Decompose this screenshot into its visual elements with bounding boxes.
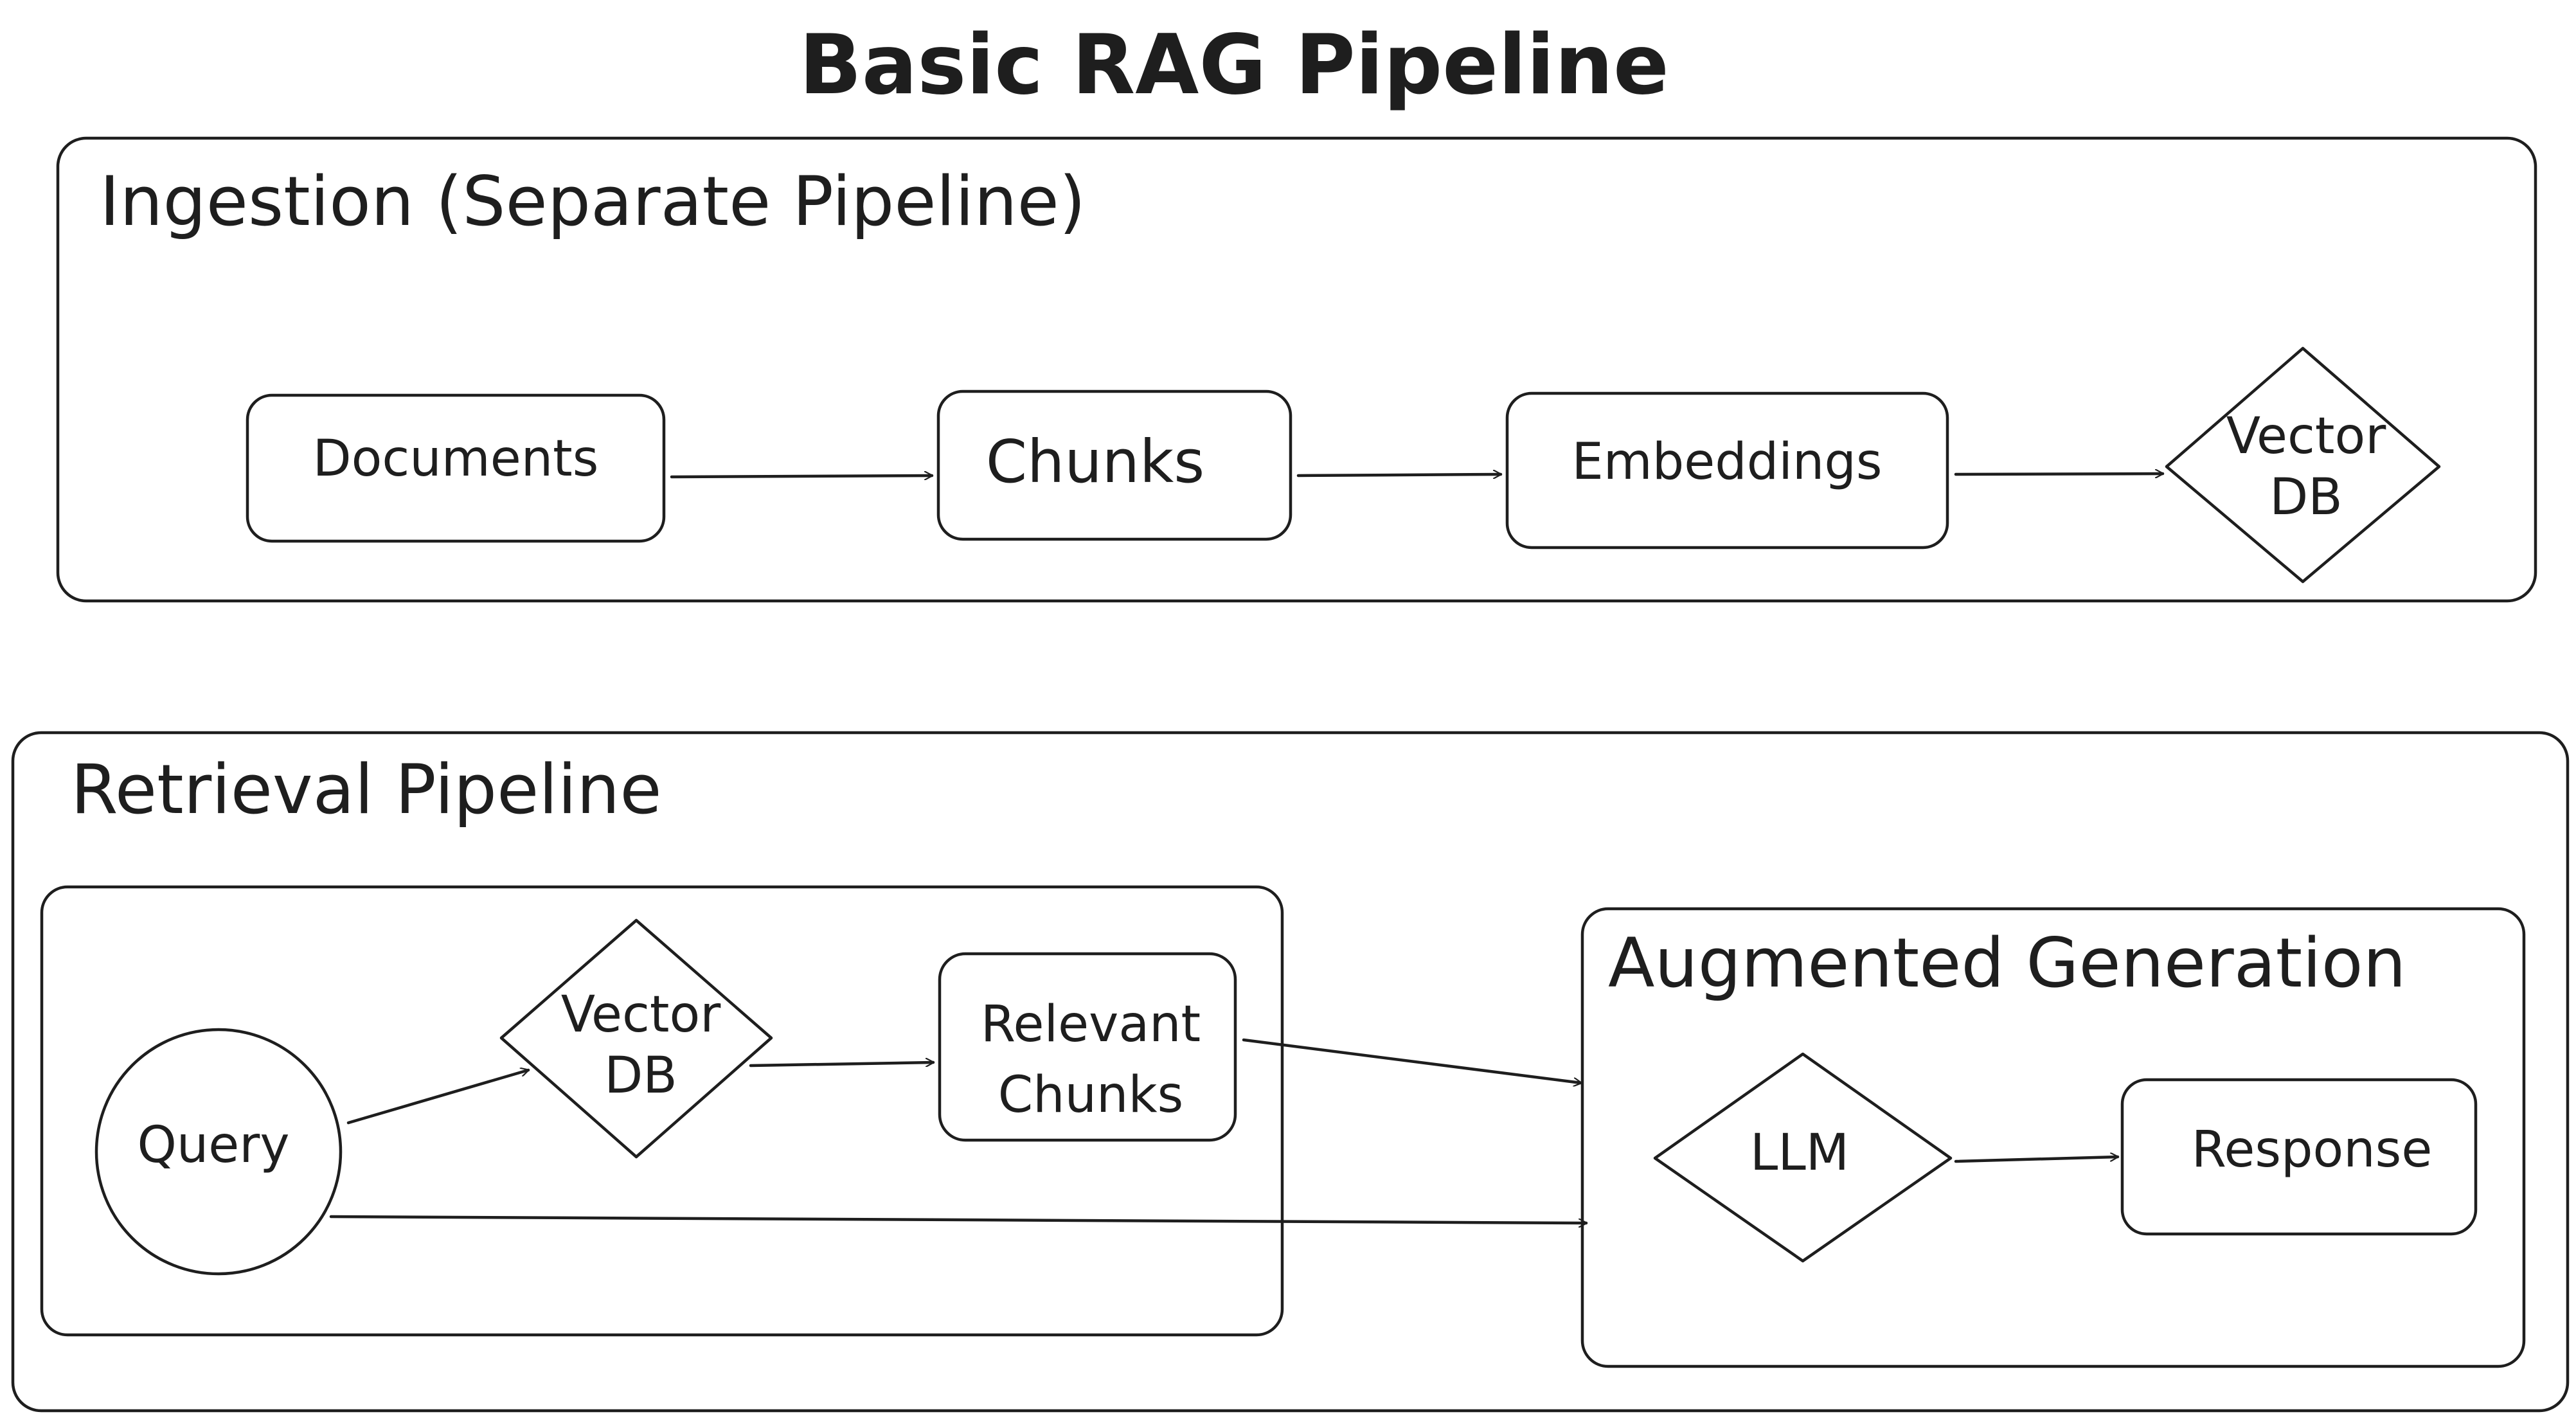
retrieval-vector-db-label-line1: Vector [561,986,721,1044]
ingestion-section-title: Ingestion (Separate Pipeline) [100,162,1086,241]
documents-to-chunks-arrow [670,476,934,477]
response-node [2120,1078,2478,1236]
vector-db-to-relevant-chunks-arrow [749,1062,935,1068]
ingestion-section [56,136,2537,603]
retrieval-section [11,731,2570,1413]
query-to-generation-arrow [329,1215,1588,1223]
llm-to-response-arrow [1954,1157,2120,1163]
relevant-chunks-label-line2: Chunks [998,1066,1184,1124]
retrieval-section-title: Retrieval Pipeline [71,750,662,829]
documents-node [246,393,666,543]
ingestion-vector-db-label-line2: DB [2269,469,2343,526]
retrieval-vector-db-label-line2: DB [604,1047,677,1105]
augmented-generation-section [1580,907,2526,1368]
retrieval-vector-db-node [499,918,773,1159]
embeddings-node [1505,391,1949,550]
chunks-label: Chunks [986,427,1204,496]
query-label: Query [137,1116,289,1174]
chunks-node [936,389,1292,541]
ingestion-vector-db-node [2165,346,2441,584]
llm-label: LLM [1750,1124,1849,1182]
diagram-title: Basic RAG Pipeline [799,17,1669,113]
query-node [94,1028,343,1276]
ingestion-vector-db-label-line1: Vector [2226,407,2386,465]
relevant-chunks-label-line1: Relevant [981,996,1201,1053]
documents-label: Documents [313,430,599,488]
retrieval-subgroup [40,885,1284,1337]
embeddings-label: Embeddings [1571,433,1882,491]
relevant-chunks-to-generation-arrow [1242,1038,1583,1083]
augmented-generation-title: Augmented Generation [1608,924,2406,1003]
chunks-to-embeddings-arrow [1296,474,1503,476]
llm-node [1653,1052,1953,1263]
query-to-vector-db-arrow [346,1070,530,1125]
relevant-chunks-node [938,952,1237,1142]
response-label: Response [2192,1121,2433,1179]
